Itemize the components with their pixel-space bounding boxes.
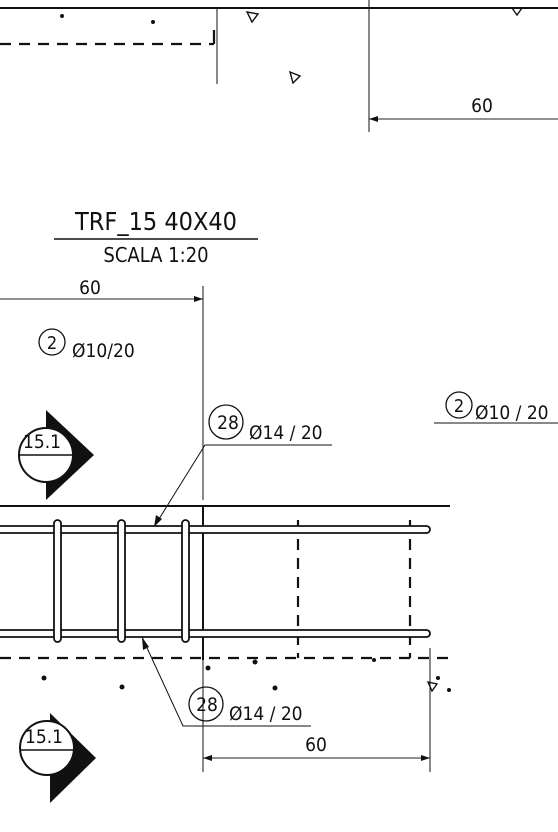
section-number: 15.1 [23, 431, 61, 453]
longitudinal-bar-bottom [0, 629, 431, 638]
rebar-mark-leader [153, 444, 332, 528]
section-circle [19, 720, 75, 776]
aggregate-speck [151, 20, 155, 24]
rebar-mark-bar-top: 28 Ø14 / 20 [153, 404, 332, 528]
rebar-mark-bar-bottom: 28 Ø14 / 20 [141, 636, 311, 727]
aggregate-speck [205, 665, 211, 671]
aggregate-speck [510, 7, 524, 17]
aggregate-speck [119, 684, 125, 690]
aggregate-speck [436, 676, 440, 680]
rebar-mark-stirrup-right: 2 Ø10 / 20 [434, 391, 558, 424]
dimension-arrow [369, 116, 378, 122]
rebar-mark-number: 28 [217, 412, 239, 434]
detail-scale: SCALA 1:20 [103, 243, 208, 267]
dimension-lower: 60 [305, 734, 327, 756]
stirrup [117, 519, 126, 643]
dimension-arrow [421, 755, 430, 761]
detail-title-block: TRF_15 40X40 SCALA 1:20 [54, 207, 258, 267]
rebar-mark-spec: Ø14 / 20 [249, 422, 323, 444]
aggregate-speck [447, 688, 451, 692]
section-number: 15.1 [25, 726, 63, 748]
rebar-mark-stirrup-left: 2 Ø10/20 [38, 328, 135, 362]
leader-arrow [154, 515, 162, 527]
rebar-mark-number: 28 [196, 694, 218, 716]
longitudinal-bar-top [0, 525, 431, 534]
detail-title: TRF_15 40X40 [74, 207, 237, 236]
section-marker-upper: 15.1 [18, 410, 94, 500]
upper-fragment: 60 [0, 0, 558, 132]
rebar-mark-spec: Ø14 / 20 [229, 703, 303, 725]
aggregate-speck [288, 70, 302, 85]
aggregate-speck [252, 659, 258, 665]
rebar-mark-number: 2 [454, 396, 464, 417]
lower-dimension: 60 [202, 648, 431, 772]
rebar-mark-spec: Ø10/20 [72, 340, 135, 362]
upper-dimension: 60 [0, 277, 204, 500]
rebar-mark-spec: Ø10 / 20 [475, 402, 549, 424]
aggregate-speck [60, 14, 64, 18]
dimension-arrow [203, 755, 212, 761]
rebar-mark-leader [141, 636, 311, 727]
aggregate-speck [245, 11, 260, 24]
aggregate-speck [372, 658, 376, 662]
rebar-mark-circle [445, 391, 473, 419]
dimension-top-right: 60 [471, 95, 493, 117]
stirrup [53, 519, 62, 643]
rebar-mark-circle [38, 328, 66, 356]
rebar-mark-circle [208, 404, 244, 440]
beam-section [0, 505, 451, 693]
rebar-mark-circle [188, 686, 224, 722]
aggregate-speck [272, 685, 278, 691]
aggregate-speck [41, 675, 47, 681]
leader-arrow [142, 637, 149, 650]
stirrup [181, 519, 190, 643]
rebar-mark-number: 2 [47, 333, 57, 354]
section-marker-lower: 15.1 [19, 713, 96, 803]
dimension-arrow [194, 296, 203, 302]
dimension-upper-left: 60 [79, 277, 101, 299]
aggregate-speck [426, 681, 439, 693]
